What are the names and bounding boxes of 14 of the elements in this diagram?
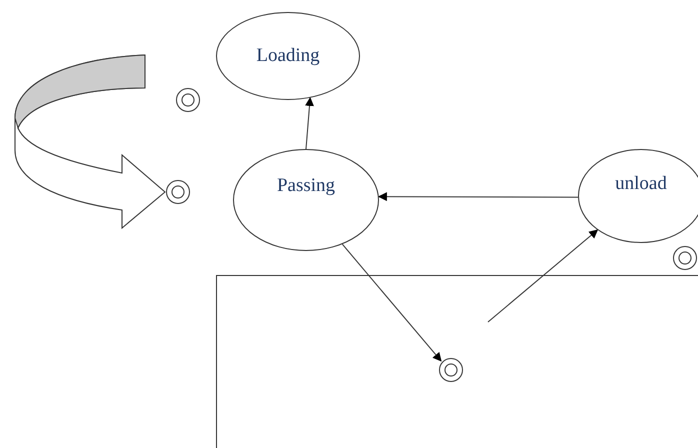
state-label: Loading xyxy=(256,45,320,68)
state-symbol xyxy=(673,246,697,270)
arrow xyxy=(305,96,314,150)
state-label: unload xyxy=(615,172,667,194)
arrow xyxy=(488,229,598,322)
arrow xyxy=(342,244,442,362)
state-symbol xyxy=(439,358,463,382)
state-symbol xyxy=(176,88,200,112)
state-ellipse xyxy=(216,12,360,100)
state-symbol xyxy=(166,180,190,204)
state-label: Passing xyxy=(276,174,336,196)
arrow xyxy=(378,192,579,202)
state-ellipse xyxy=(233,149,379,251)
panel-box xyxy=(216,275,698,448)
